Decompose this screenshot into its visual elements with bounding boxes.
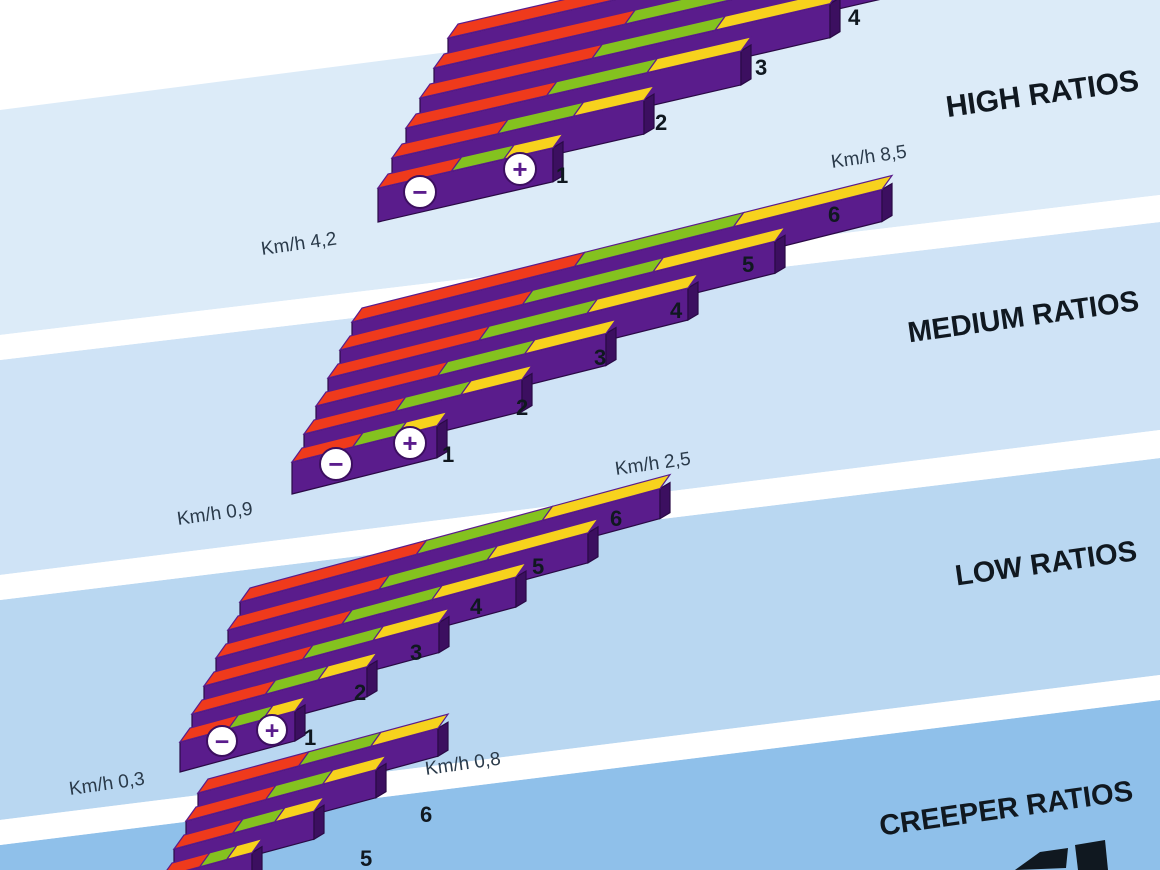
gear-number-low-5: 5 — [532, 554, 544, 579]
gear-bar-high-4-segment-3 — [713, 0, 834, 32]
gear-bar-high-2-segment-3 — [572, 85, 656, 118]
band-medium — [0, 222, 1160, 575]
svg-text:+: + — [265, 717, 280, 745]
plus-circle-icon: + — [393, 426, 427, 460]
gear-number-low-1: 1 — [304, 725, 316, 750]
gear-bar-medium-3-segment-3 — [523, 318, 618, 355]
plus-circle-icon: + — [256, 714, 288, 746]
minus-circle-icon: − — [403, 175, 437, 209]
gear-bar-creeper-1-end — [251, 845, 263, 870]
gear-bar-medium-6-segment-3 — [732, 174, 894, 228]
gear-number-medium-1: 1 — [442, 442, 454, 467]
gear-number-medium-4: 4 — [670, 298, 683, 323]
plus-circle-icon: + — [503, 152, 537, 186]
gear-number-high-1: 1 — [556, 163, 568, 188]
gear-bar-low-4-end — [515, 569, 527, 609]
gear-bar-creeper-2-segment-3 — [273, 796, 326, 823]
gear-bar-creeper-2-end — [313, 804, 325, 841]
gear-bar-creeper-1-segment-3 — [225, 837, 264, 861]
gear-number-medium-6: 6 — [828, 202, 840, 227]
gear-bar-low-6-segment-3 — [540, 473, 672, 522]
gear-bar-low-4-segment-3 — [430, 561, 528, 601]
gear-bar-high-6-segment-1 — [446, 0, 616, 39]
minus-circle-icon: − — [206, 725, 238, 757]
gear-bar-high-1-end — [552, 140, 564, 183]
gear-number-low-6: 6 — [610, 506, 622, 531]
gear-bar-creeper-4-end — [437, 721, 449, 758]
gear-number-medium-2: 2 — [516, 395, 528, 420]
gear-bar-medium-4-end — [687, 280, 699, 322]
gear-bar-low-5-segment-3 — [485, 517, 600, 562]
gear-number-medium-5: 5 — [742, 252, 754, 277]
gear-bar-low-3-end — [438, 615, 450, 654]
gear-bar-high-5-segment-2 — [623, 0, 733, 25]
svg-text:+: + — [512, 154, 527, 184]
gear-bar-high-3-end — [740, 43, 752, 87]
gear-bar-low-3-segment-3 — [371, 607, 451, 642]
gear-bar-medium-6-end — [881, 182, 893, 223]
gear-number-low-2: 2 — [354, 680, 366, 705]
gear-bar-low-6-end — [659, 481, 671, 520]
gear-number-high-3: 3 — [755, 55, 767, 80]
gear-bar-medium-2-end — [521, 372, 533, 413]
gear-bar-low-2-end — [366, 659, 378, 698]
gear-bar-medium-5-end — [774, 234, 786, 275]
gear-bar-low-2-segment-3 — [316, 651, 379, 681]
gear-number-medium-3: 3 — [594, 345, 606, 370]
gear-bar-low-1-segment-3 — [261, 695, 307, 721]
gear-bar-high-2-end — [643, 92, 655, 136]
gear-bar-high-3-segment-3 — [645, 36, 753, 74]
gear-number-low-3: 3 — [410, 640, 422, 665]
svg-text:+: + — [402, 428, 417, 458]
gear-number-creeper-5: 5 — [360, 846, 372, 870]
gear-bar-creeper-3-end — [375, 762, 387, 799]
gear-bar-medium-2-segment-3 — [459, 364, 534, 396]
gear-bar-creeper-3-segment-3 — [321, 754, 388, 786]
svg-text:−: − — [412, 177, 427, 207]
gear-bars — [166, 0, 894, 870]
gear-number-high-2: 2 — [655, 110, 667, 135]
svg-text:−: − — [328, 449, 343, 479]
bottom-heading-fragment — [1015, 840, 1108, 870]
gear-number-high-4: 4 — [848, 5, 861, 30]
gear-bar-medium-5-segment-3 — [651, 226, 787, 273]
gear-bar-creeper-4-segment-3 — [369, 713, 450, 748]
gear-bar-medium-3-end — [605, 326, 617, 367]
band-high — [0, 0, 1160, 335]
gear-bar-medium-1-end — [436, 418, 448, 459]
gear-bar-low-1-end — [294, 703, 306, 743]
gear-number-creeper-6: 6 — [420, 802, 432, 827]
minus-circle-icon: − — [319, 447, 353, 481]
gear-bar-high-4-end — [829, 0, 841, 39]
gear-number-low-4: 4 — [470, 594, 483, 619]
gear-bar-low-5-end — [587, 525, 599, 564]
gear-bar-medium-4-segment-3 — [585, 273, 700, 315]
svg-text:−: − — [215, 728, 230, 756]
